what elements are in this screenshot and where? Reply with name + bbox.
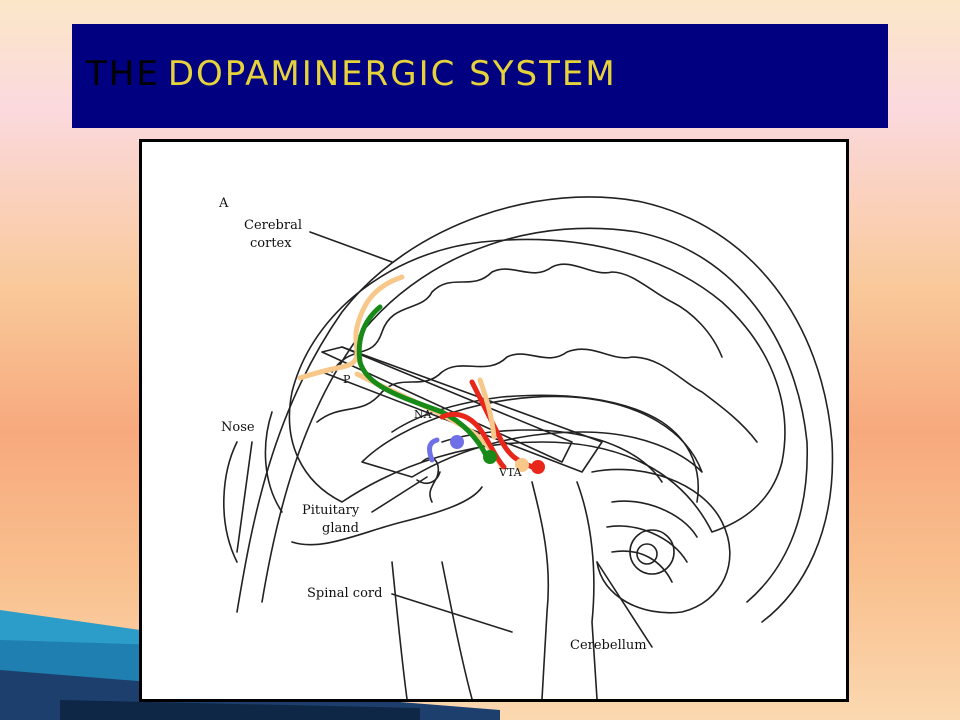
green-origin-node — [483, 450, 497, 464]
label-cerebral-cortex-line2: cortex — [250, 236, 292, 251]
title-dopaminergic-system: DOPAMINERGIC SYSTEM — [167, 54, 617, 94]
label-na: NA — [414, 408, 432, 421]
cerebral-cortex-outline — [288, 238, 786, 533]
title-word-the: THE — [86, 54, 160, 94]
tuberoinfundibular-pathway-blue — [427, 437, 440, 463]
blue-origin-node — [450, 435, 464, 449]
decorative-stripes — [0, 610, 500, 720]
label-spinal-cord: Spinal cord — [307, 586, 383, 601]
cerebellum-outline — [591, 468, 731, 614]
brainstem — [531, 481, 550, 699]
skull-outline — [236, 196, 834, 623]
diagonal-tube — [321, 346, 573, 463]
label-p: P — [343, 373, 351, 386]
label-pituitary-line2: gland — [322, 521, 359, 536]
panel-letter: A — [219, 196, 229, 211]
brain-diagram: A Cerebral cortex Nose Pituitary gland S… — [139, 139, 849, 702]
label-pituitary-line1: Pituitary — [302, 503, 360, 518]
red-origin-node — [531, 460, 545, 474]
label-vta: VTA — [499, 466, 522, 479]
mesolimbic-pathway-green — [356, 304, 490, 460]
label-cerebellum: Cerebellum — [570, 638, 647, 653]
label-nose: Nose — [221, 420, 255, 435]
brain-illustration — [223, 196, 834, 699]
orange-origin-node — [515, 458, 529, 472]
dopamine-pathways — [297, 274, 535, 470]
label-cerebral-cortex-line1: Cerebral — [244, 218, 302, 233]
